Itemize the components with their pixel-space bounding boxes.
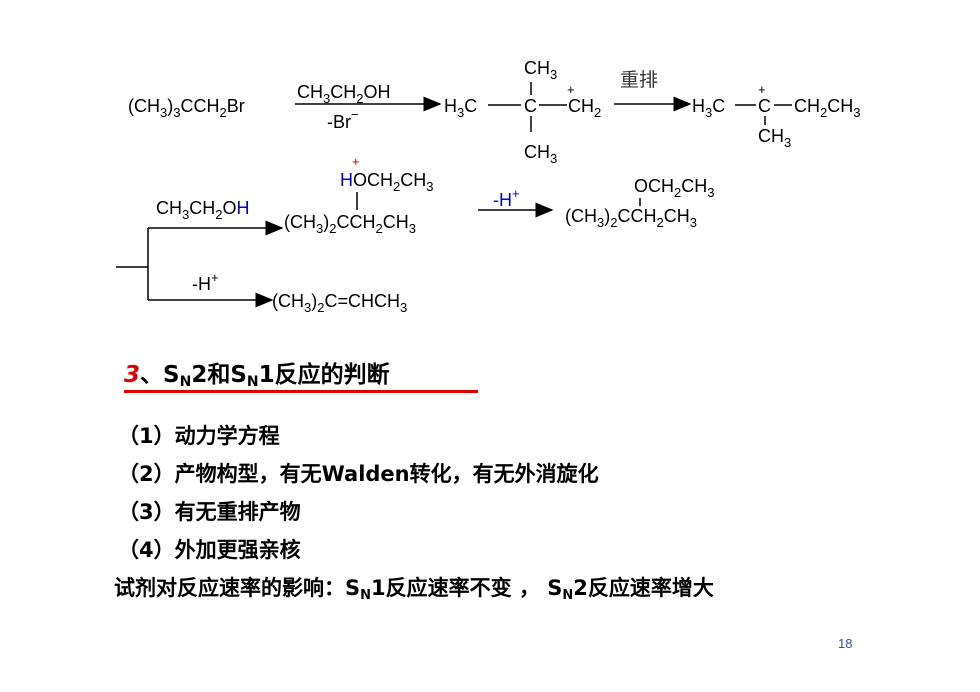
cation2-bottom: CH3	[758, 126, 791, 150]
reaction-scheme: (CH3)3CCH2Br CH3CH2OH -Br− H3C C CH3 CH3…	[116, 58, 860, 315]
conclusion-line: 试剂对反应速率的影响：SN1反应速率不变 ， SN2反应速率增大	[114, 576, 714, 603]
list-item-3: （3）有无重排产物	[118, 500, 301, 524]
deprotonation-label: -H+	[493, 186, 520, 210]
heading-underline	[124, 390, 478, 393]
alkene-product: (CH3)2C=CHCH3	[272, 291, 407, 315]
elimination-label: -H+	[192, 270, 219, 294]
oxonium-top: HOCH2CH3	[340, 170, 433, 194]
cation1-bottom: CH3	[524, 142, 557, 166]
list-item-4: （4）外加更强亲核	[118, 538, 301, 562]
oxonium-main: (CH3)2CCH2CH3	[284, 212, 416, 236]
cation1-left: H3C	[444, 96, 477, 120]
plus-charge: +	[567, 82, 575, 97]
leaving-group: -Br−	[327, 107, 359, 132]
page-number: 18	[838, 636, 853, 651]
plus-charge-2: +	[758, 82, 766, 97]
section-heading: 3、SN2和SN1反应的判断	[124, 362, 390, 390]
cation1-top: CH3	[524, 58, 557, 82]
cation1-center: C	[524, 96, 537, 116]
cation2-center: C	[758, 96, 771, 116]
list-item-1: （1）动力学方程	[118, 424, 280, 448]
cation1-right: CH2	[568, 96, 601, 120]
reagent-ethanol-2: CH3CH2OH	[156, 198, 249, 222]
rearrange-label: 重排	[620, 69, 658, 91]
list-item-2: （2）产物构型，有无Walden转化，有无外消旋化	[118, 462, 599, 486]
starting-material: (CH3)3CCH2Br	[128, 96, 245, 120]
heading-number: 3	[124, 362, 141, 388]
oxonium-charge: +	[352, 154, 360, 169]
cation2-right: CH2CH3	[794, 96, 860, 120]
ether-main: (CH3)2CCH2CH3	[565, 206, 697, 230]
ether-top: OCH2CH3	[634, 176, 714, 200]
cation2-left: H3C	[692, 96, 725, 120]
reagent-ethanol: CH3CH2OH	[297, 82, 390, 106]
